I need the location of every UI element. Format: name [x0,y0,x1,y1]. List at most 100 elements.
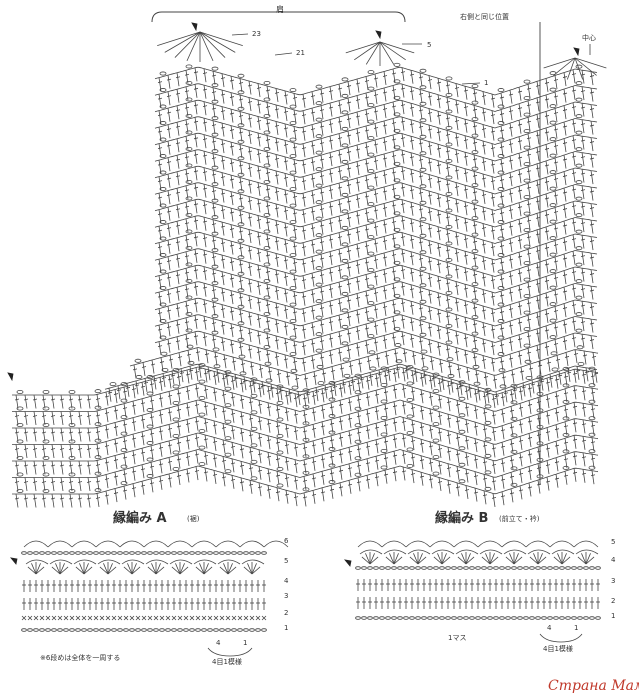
stitch-tick [222,373,226,388]
stitch-bar [211,74,217,77]
stitch-tick [240,461,244,475]
stitch-tick [410,202,414,216]
stitch-bar [364,162,370,165]
stitch-tick [132,467,136,481]
stitch-tick [339,482,343,497]
stitch-bar [463,238,469,241]
stitch-tick [513,385,517,400]
stitch-bar [392,405,398,408]
stitch-chain [471,133,479,138]
stitch-tick [241,359,245,374]
stitch-tick [473,286,477,301]
stitch-chain [198,462,206,467]
fan-stitch [417,556,427,565]
stitch-tick [410,136,414,150]
stitch-tick [590,319,594,333]
stitch-tick [450,378,454,393]
stitch-bar [545,480,551,483]
stitch-tick [357,428,361,442]
stitch-chain [367,284,375,289]
stitch-bar [544,164,550,167]
stitch-chain [94,422,102,427]
stitch-bar [427,79,433,81]
stitch-chain [172,450,180,455]
chain-stitch [559,566,565,570]
stitch-bar [463,353,469,356]
stitch-bar [391,204,397,207]
stitch-tick [411,370,415,385]
stitch-row [12,383,599,412]
stitch-tick [563,204,567,219]
fan-arc [145,559,169,565]
chain-stitch [129,551,135,555]
stitch-chain [185,212,193,217]
pattern-b-square-label: 1マス [448,634,466,642]
chain-stitch [243,551,249,555]
stitch-tick [176,105,180,120]
fan-stitch [513,556,523,565]
stitch-bar [382,141,388,143]
stitch-tick [347,329,351,343]
stitch-tick [311,256,315,271]
stitch-tick [257,149,261,164]
stitch-chain [237,255,245,260]
stitch-bar [238,115,244,117]
chain-stitch [99,551,105,555]
stitch-chain [341,159,349,164]
stitch-tick [437,144,441,158]
stitch-tick [563,155,567,169]
chain-stitch [439,616,445,620]
stitch-bar [364,344,370,346]
stitch-tick [374,337,378,352]
stitch-tick [474,389,478,403]
stitch-chain [343,373,351,378]
stitch-row [154,116,598,145]
stitch-bar [355,181,361,184]
stitch-bar [256,136,262,139]
fan-stitch [577,556,587,565]
stitch-tick [464,267,468,282]
stitch-bar [301,97,307,100]
stitch-bar [445,100,451,103]
sc-stitch [39,615,45,621]
stitch-chain [523,327,531,332]
stitch-tick [51,460,55,475]
stitch-bar [562,340,568,342]
stitch-bar [68,481,74,483]
stitch-tick [375,406,379,421]
stitch-tick [230,224,234,239]
stitch-bar [572,422,578,425]
stitch-bar [573,353,579,355]
stitch-bar [436,329,442,332]
chain-stitch [237,628,243,632]
stitch-tick [275,187,279,201]
stitch-bar [374,426,380,429]
stitch-tick [456,449,460,464]
chain-stitch [171,551,177,555]
stitch-bar [355,165,361,167]
stitch-tick [519,436,523,450]
stitch-bar [175,142,181,145]
stitch-bar [427,343,433,345]
stitch-bar [391,336,397,339]
stitch-chain [315,266,323,271]
stitch-tick [304,374,308,388]
stitch-bar [247,167,253,169]
stitch-bar [429,360,435,363]
stitch-tick [203,85,207,99]
stitch-bar [220,258,226,261]
fan-arc [193,559,217,565]
stitch-tick [410,235,414,249]
stitch-tick [402,433,406,448]
stitch-chain [575,328,583,333]
stitch-tick [410,268,414,282]
stitch-tick [33,427,37,442]
stitch-tick [590,170,594,185]
stitch-bar [32,431,38,434]
stitch-bar [464,423,470,425]
stitch-tick [410,119,414,134]
stitch-bar [545,398,551,400]
stitch-tick [473,88,477,103]
stitch-chain [432,422,440,427]
stitch-bar [302,479,308,482]
